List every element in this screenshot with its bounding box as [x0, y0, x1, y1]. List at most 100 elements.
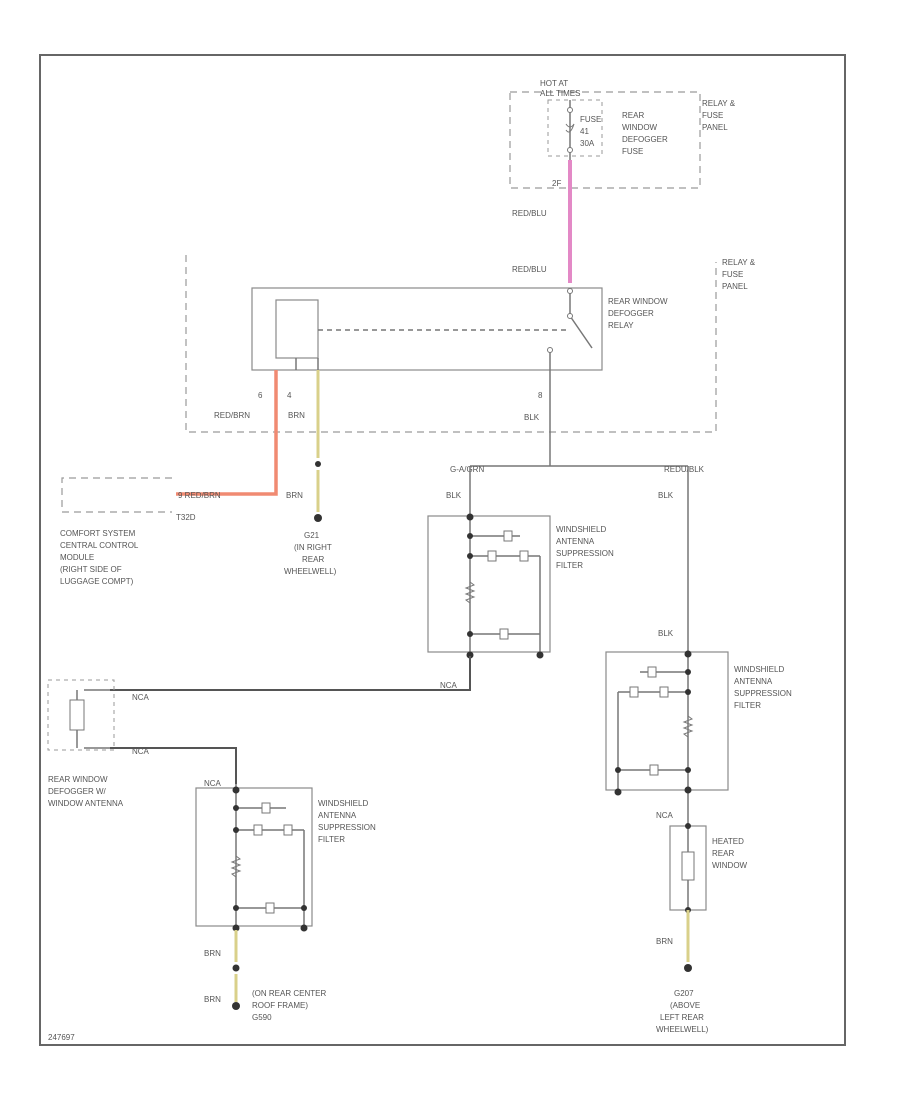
splice-dot — [467, 631, 473, 637]
wire-color-label: BRN — [286, 491, 303, 500]
filter-label: SUPPRESSION — [556, 549, 614, 558]
wire-color-label: NCA — [440, 681, 458, 690]
capacitor-icon — [649, 764, 659, 776]
hot-at-label: HOT AT — [540, 79, 568, 88]
relay-terminal — [547, 347, 553, 353]
fuse-icon — [565, 123, 575, 133]
capacitor-icon — [253, 824, 263, 836]
ground-dot — [314, 514, 322, 522]
ground-label: WHEELWELL) — [284, 567, 337, 576]
relay-switch-arm — [569, 315, 593, 349]
relay-fuse-panel-label: FUSE — [702, 111, 723, 120]
pin-label: 2F — [552, 179, 561, 188]
wire-color-label: BRN — [204, 949, 221, 958]
ground-label: G21 — [304, 531, 320, 540]
ground-dot — [684, 964, 692, 972]
fuse-name-label: FUSE — [622, 147, 643, 156]
splice-dot — [466, 651, 474, 659]
ground-dot — [300, 924, 308, 932]
windshield-antenna-filter-1 — [427, 515, 551, 653]
wire-color-label: BRN — [288, 411, 305, 420]
fuse-amp-label: 30A — [580, 139, 595, 148]
filter-label: FILTER — [556, 561, 583, 570]
ground-label: LEFT REAR — [660, 1013, 704, 1022]
component-label: WINDOW — [712, 861, 748, 870]
relay-name-label: RELAY — [608, 321, 634, 330]
ground-dot — [232, 1002, 240, 1010]
ground-label: G207 — [674, 989, 694, 998]
filter-label: FILTER — [734, 701, 761, 710]
wire-color-label: BLK — [658, 629, 674, 638]
wire-color-label: BRN — [204, 995, 221, 1004]
capacitor-icon — [647, 666, 657, 678]
module-label: (RIGHT SIDE OF — [60, 565, 122, 574]
relay-coil — [275, 299, 319, 359]
relay-fuse-panel-label: RELAY & — [722, 258, 756, 267]
splice-dot — [685, 669, 691, 675]
filter-label: WINDSHIELD — [318, 799, 368, 808]
splice-dot — [467, 533, 473, 539]
fuse-number-label: 41 — [580, 127, 589, 136]
ground-label: ROOF FRAME) — [252, 1001, 308, 1010]
inductor-icon — [230, 855, 242, 878]
junction-label: REDU/BLK — [664, 465, 705, 474]
capacitor-icon — [283, 824, 293, 836]
component-label: REAR — [712, 849, 734, 858]
diagram-frame — [39, 54, 846, 1046]
splice-dot — [466, 513, 474, 521]
splice-dot — [232, 964, 240, 972]
relay-fuse-panel-label: PANEL — [722, 282, 748, 291]
wire-color-label: BLK — [446, 491, 462, 500]
filter-label: WINDSHIELD — [556, 525, 606, 534]
windshield-antenna-filter-2 — [605, 651, 729, 791]
all-times-label: ALL TIMES — [540, 89, 580, 98]
ground-label: (ON REAR CENTER — [252, 989, 326, 998]
connector-label: T32D — [176, 513, 196, 522]
module-label: LUGGAGE COMPT) — [60, 577, 134, 586]
capacitor-icon — [261, 802, 271, 814]
splice-dot — [685, 823, 691, 829]
module-label: CENTRAL CONTROL — [60, 541, 139, 550]
wire-color-label: NCA — [132, 693, 150, 702]
heater-element-icon — [681, 851, 695, 881]
relay-terminal — [567, 313, 573, 319]
splice-dot — [684, 786, 692, 794]
wire-color-label: RED/BLU — [512, 209, 547, 218]
splice-dot — [232, 924, 240, 932]
wire-color-label: RED/BRN — [214, 411, 250, 420]
wire-color-label: BRN — [656, 937, 673, 946]
ground-label: REAR — [302, 555, 324, 564]
filter-label: ANTENNA — [556, 537, 595, 546]
wire-color-label: 9 RED/BRN — [178, 491, 221, 500]
wire-color-label: BLK — [524, 413, 540, 422]
fuse-name-label: WINDOW — [622, 123, 658, 132]
filter-label: FILTER — [318, 835, 345, 844]
capacitor-icon — [659, 686, 669, 698]
fuse-name-label: REAR — [622, 111, 644, 120]
splice-dot — [233, 905, 239, 911]
filter-label: SUPPRESSION — [734, 689, 792, 698]
windshield-antenna-filter-3 — [195, 787, 313, 927]
module-label: MODULE — [60, 553, 94, 562]
wire-color-label: NCA — [132, 747, 150, 756]
wire-color-label: RED/BLU — [512, 265, 547, 274]
capacitor-icon — [487, 550, 497, 562]
relay-fuse-panel-label: PANEL — [702, 123, 728, 132]
ground-label: WHEELWELL) — [656, 1025, 709, 1034]
filter-label: WINDSHIELD — [734, 665, 784, 674]
wire-color-label: NCA — [204, 779, 222, 788]
capacitor-icon — [265, 902, 275, 914]
splice-dot — [233, 827, 239, 833]
inductor-icon — [682, 715, 694, 738]
relay-fuse-panel-top-outline — [509, 91, 701, 189]
pin-label: 4 — [287, 391, 292, 400]
capacitor-icon — [503, 530, 513, 542]
wire-color-label: NCA — [656, 811, 674, 820]
rear-window-defogger-relay — [251, 287, 603, 371]
ground-dot — [614, 788, 622, 796]
capacitor-icon — [519, 550, 529, 562]
filter-label: ANTENNA — [318, 811, 357, 820]
fuse-name-label: DEFOGGER — [622, 135, 668, 144]
defogger-element-icon — [69, 699, 85, 731]
